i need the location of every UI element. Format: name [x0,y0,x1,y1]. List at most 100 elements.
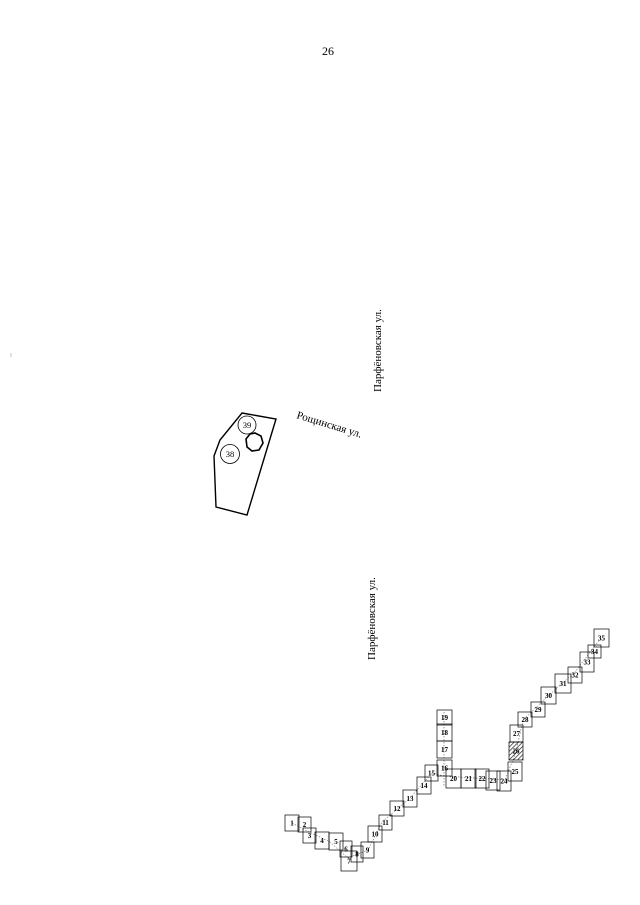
street-label-parfenovskaya-lower: Парфёновская ул. [366,577,378,660]
plot-number: 14 [421,782,429,790]
plot-box [507,761,523,782]
plot-box [579,651,595,673]
plot-box [339,840,353,858]
plot-box [485,770,501,791]
page-number: 26 [322,44,334,58]
plot-track-line [291,637,602,859]
plot-1: 1 [284,814,300,832]
plot-number: 23 [490,777,498,785]
plot-number: 34 [591,648,599,656]
plot-number: 29 [535,706,543,714]
plot-21: 21 [460,768,477,789]
street-label-roshchinskaya: Рощинская ул. [295,409,363,440]
plot-box [340,850,358,872]
plot-box [297,816,312,833]
plot-box [360,841,375,859]
plot-35: 35 [593,628,610,648]
plot-number: 18 [441,729,449,737]
plot-box [436,709,453,726]
plot-number: 17 [441,746,449,754]
plot-box [460,768,477,789]
plot-number: 7 [347,858,351,866]
plot-number: 6 [344,846,348,854]
plot-6: 6 [339,840,353,858]
plot-box [402,789,418,808]
plot-5: 5 [328,832,344,851]
site-boundary: 39 38 [213,412,277,516]
plot-16: 16 [436,759,453,777]
plot-number: 26 [513,748,521,756]
site-object-octagon [245,432,264,452]
plot-number: 20 [450,775,458,783]
plot-8: 8 [350,845,364,863]
plot-number: 30 [545,692,553,700]
plot-27: 27 [509,724,524,743]
site-object-39-marker [237,415,257,435]
plot-box [350,845,364,863]
street-label-parfenovskaya-upper: Парфёновская ул. [372,309,384,392]
plot-13: 13 [402,789,418,808]
plot-23: 23 [485,770,501,791]
plot-box [302,827,317,844]
plot-box [367,825,383,843]
plot-box [416,776,432,795]
plot-number: 31 [560,680,568,688]
plot-number: 9 [366,847,370,855]
plot-box [378,814,393,831]
plot-29: 29 [530,701,546,718]
plot-box [517,711,533,728]
plot-box [436,759,453,777]
plot-3: 3 [302,827,317,844]
plot-number: 24 [501,778,509,786]
plot-17: 17 [436,740,453,759]
plot-number: 33 [584,659,592,667]
plot-number: 3 [308,832,312,840]
plot-box [593,628,610,648]
plot-9: 9 [360,841,375,859]
plot-number: 19 [441,714,449,722]
plot-number: 2 [303,821,307,829]
plot-box [509,724,524,743]
plot-33: 33 [579,651,595,673]
site-object-38-marker [220,444,240,464]
plot-26: 26 [508,741,524,761]
plot-number: 32 [572,672,580,680]
plot-box [587,644,602,659]
plot-number: 35 [598,635,606,643]
plot-number: 27 [513,730,521,738]
plot-box [530,701,546,718]
plot-box [436,723,453,742]
plot-15: 15 [424,764,439,782]
plot-number: 11 [382,819,389,827]
plot-box [424,764,439,782]
plot-number: 16 [441,765,449,773]
plot-number: 10 [372,831,380,839]
plot-box [474,768,490,789]
plot-11: 11 [378,814,393,831]
plot-box [540,686,557,705]
plot-number: 5 [334,838,338,846]
plot-22: 22 [474,768,490,789]
plot-box [328,832,344,851]
plot-10: 10 [367,825,383,843]
plot-2: 2 [297,816,312,833]
plot-number: 15 [428,770,436,778]
plot-31: 31 [554,673,572,694]
plot-19: 19 [436,709,453,726]
plot-number: 22 [479,775,487,783]
plot-number: 12 [394,805,402,813]
plot-number: 28 [522,716,530,724]
plot-number: 1 [290,820,294,828]
plot-12: 12 [389,800,405,817]
plot-number: 25 [512,768,520,776]
plot-box [284,814,300,832]
plot-number: 4 [320,837,324,845]
plot-25: 25 [507,761,523,782]
plot-7: 7 [340,850,358,872]
plot-18: 18 [436,723,453,742]
plot-box [567,666,583,684]
plot-14: 14 [416,776,432,795]
plot-34: 34 [587,644,602,659]
plot-32: 32 [567,666,583,684]
site-object-39-label: 39 [243,420,252,430]
